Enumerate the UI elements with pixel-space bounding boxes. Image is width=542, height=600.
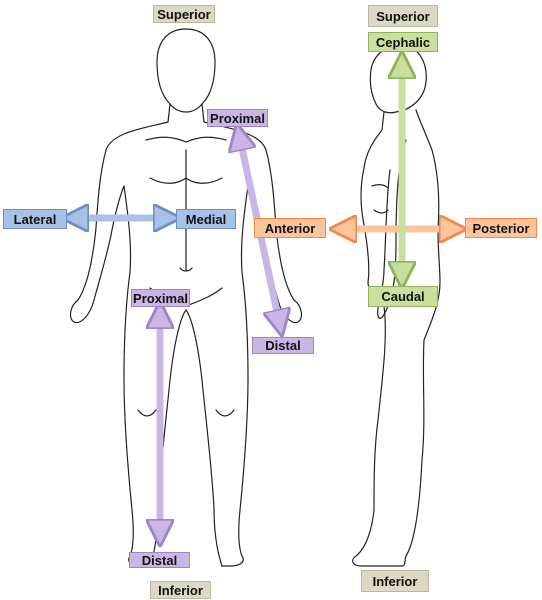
arm-distal-label: Distal bbox=[252, 337, 314, 354]
side-superior-label: Superior bbox=[368, 5, 438, 27]
arm-proximal-label: Proximal bbox=[207, 109, 268, 127]
medial-label: Medial bbox=[176, 209, 236, 229]
side-inferior-label: Inferior bbox=[361, 570, 429, 592]
front-knees bbox=[137, 409, 235, 417]
leg-proximal-label: Proximal bbox=[131, 289, 190, 307]
front-head bbox=[156, 28, 216, 113]
leg-distal-label: Distal bbox=[129, 552, 190, 568]
lateral-label: Lateral bbox=[3, 209, 67, 229]
front-inferior-label: Inferior bbox=[150, 581, 211, 599]
front-neck bbox=[167, 103, 205, 123]
anterior-label: Anterior bbox=[254, 218, 326, 238]
front-superior-label: Superior bbox=[153, 5, 215, 23]
posterior-label: Posterior bbox=[465, 218, 537, 238]
side-back-profile bbox=[401, 109, 441, 567]
front-right-side bbox=[69, 121, 169, 567]
side-head bbox=[369, 44, 427, 114]
caudal-label: Caudal bbox=[368, 286, 438, 307]
side-chest-details bbox=[371, 184, 389, 214]
cephalic-label: Cephalic bbox=[368, 32, 438, 52]
side-front-profile bbox=[352, 111, 403, 567]
